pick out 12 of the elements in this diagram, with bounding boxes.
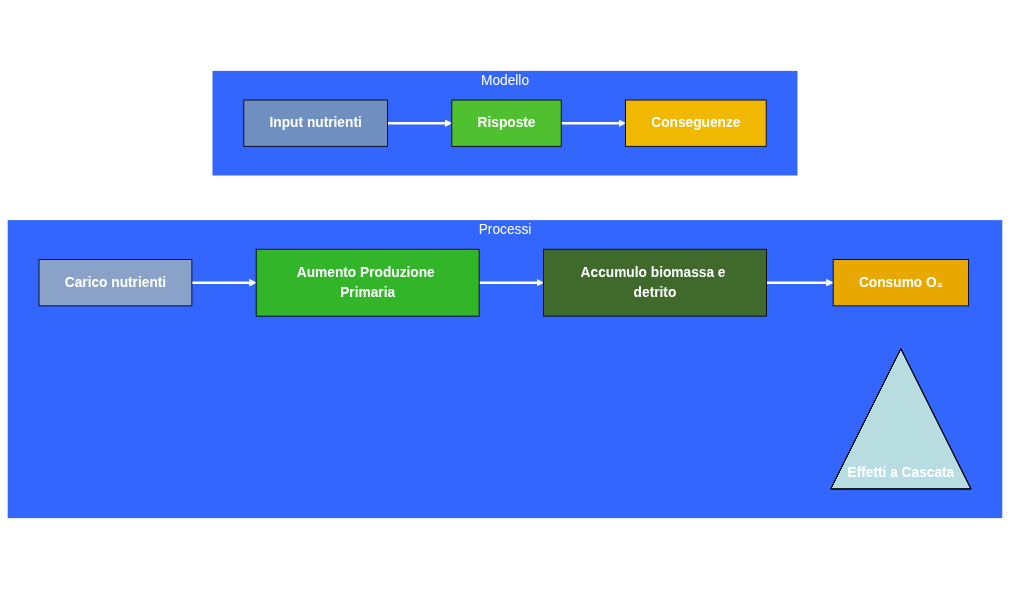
- node-box: Carico nutrienti: [38, 259, 193, 307]
- node-box: Conseguenze: [625, 99, 767, 147]
- arrow: [191, 278, 257, 287]
- arrow: [387, 119, 453, 127]
- node-box: Input nutrienti: [243, 99, 388, 147]
- arrow: [766, 278, 834, 287]
- node-box: Aumento Produzione Primaria: [255, 248, 480, 317]
- arrow: [479, 278, 544, 287]
- node-box: Risposte: [451, 99, 562, 147]
- arrow: [561, 119, 626, 127]
- node-box: Consumo O₂: [832, 259, 969, 307]
- node-box: Accumulo biomassa e detrito: [543, 248, 767, 317]
